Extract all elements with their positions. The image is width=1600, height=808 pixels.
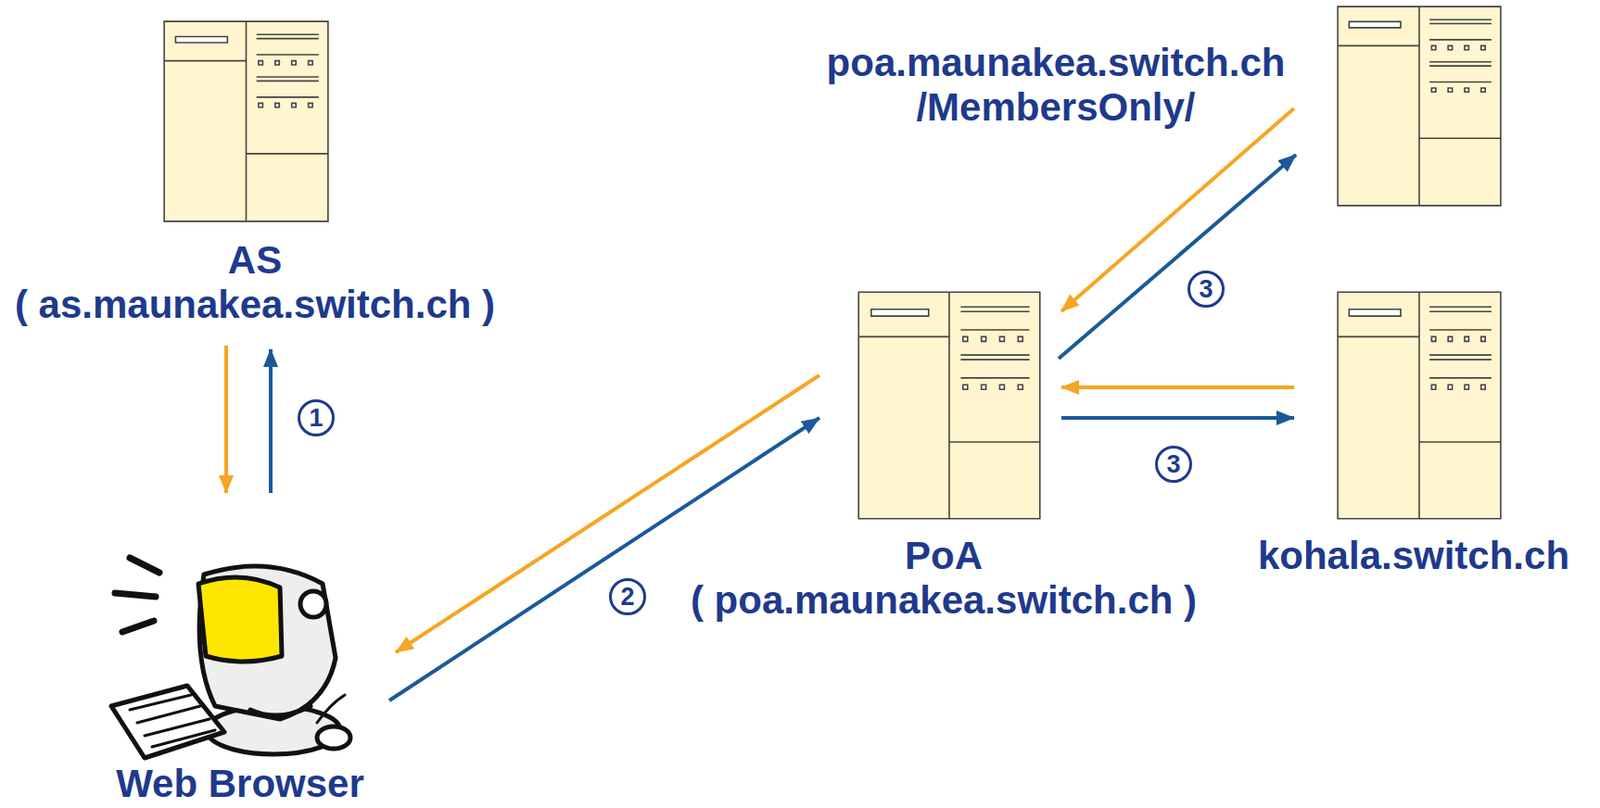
callout-number: 2: [609, 578, 647, 616]
message-arrow: [1061, 416, 1295, 420]
message-arrow: [389, 418, 820, 701]
node-title: AS: [14, 238, 496, 283]
server-node: Web Browser: [92, 505, 367, 765]
node-title: Web Browser: [115, 764, 365, 804]
server-node: poa.maunakea.switch.ch /MembersOnly/: [1336, 5, 1502, 207]
server-node: PoA( poa.maunakea.switch.ch ): [857, 291, 1042, 521]
server-icon: [858, 292, 1041, 520]
message-arrow: [224, 345, 229, 494]
host-name: ( as.maunakea.switch.ch ): [14, 282, 496, 328]
message-arrow: [1061, 385, 1295, 390]
message-arrow: [1058, 154, 1296, 359]
server-icon: [164, 21, 329, 222]
node-label-group: kohala.switch.ch: [1257, 533, 1570, 579]
callout-number: 3: [1155, 445, 1193, 483]
server-node: AS( as.maunakea.switch.ch ): [163, 20, 330, 223]
computer-clipart: [111, 558, 351, 759]
host-name: ( poa.maunakea.switch.ch ): [690, 578, 1197, 623]
server-node: kohala.switch.ch: [1336, 291, 1502, 521]
node-title: poa.maunakea.switch.ch /MembersOnly/: [814, 40, 1297, 130]
server-icon: [1337, 6, 1501, 206]
callout-number: 3: [1187, 270, 1225, 308]
node-title: PoA: [690, 533, 1197, 579]
server-icon: [1337, 292, 1501, 520]
node-label-group: poa.maunakea.switch.ch /MembersOnly/: [814, 40, 1297, 130]
message-arrow: [268, 349, 273, 494]
node-label-group: AS( as.maunakea.switch.ch ): [14, 238, 496, 328]
node-label-group: Web Browser: [115, 764, 365, 804]
callout-number: 1: [297, 399, 335, 437]
node-title: kohala.switch.ch: [1257, 533, 1570, 579]
message-arrow: [1061, 108, 1295, 312]
node-label-group: PoA( poa.maunakea.switch.ch ): [690, 533, 1197, 623]
